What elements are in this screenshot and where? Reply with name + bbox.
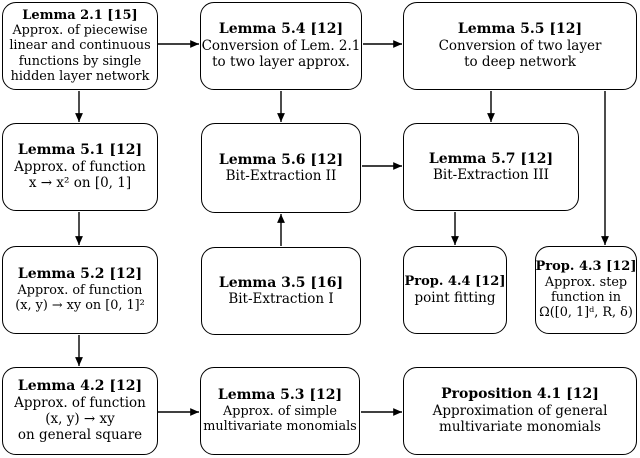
node-title: Lemma 5.1 [12] bbox=[17, 142, 143, 159]
node-body: Approx. of function x → x² on [0, 1] bbox=[14, 159, 146, 192]
node-title: Lemma 2.1 [15] bbox=[22, 7, 138, 23]
node-body: Approx. step function in Ω([0, 1]ᵈ, R, δ… bbox=[539, 274, 633, 321]
node-body: Conversion of Lem. 2.1 to two layer appr… bbox=[201, 38, 361, 71]
node-body: Approximation of general multivariate mo… bbox=[432, 403, 608, 436]
node-title: Lemma 3.5 [16] bbox=[218, 274, 344, 291]
node-title: Proposition 4.1 [12] bbox=[441, 386, 599, 403]
node-title: Lemma 5.6 [12] bbox=[218, 151, 344, 168]
node-lemma-5-1: Lemma 5.1 [12] Approx. of function x → x… bbox=[2, 123, 158, 211]
node-prop-4-3: Prop. 4.3 [12] Approx. step function in … bbox=[535, 246, 637, 334]
node-lemma-3-5: Lemma 3.5 [16] Bit-Extraction I bbox=[201, 247, 361, 335]
node-lemma-2-1: Lemma 2.1 [15] Approx. of piecewise line… bbox=[2, 2, 158, 90]
node-lemma-5-4: Lemma 5.4 [12] Conversion of Lem. 2.1 to… bbox=[200, 2, 362, 90]
node-body: Approx. of function (x, y) → xy on [0, 1… bbox=[15, 283, 145, 314]
node-lemma-5-6: Lemma 5.6 [12] Bit-Extraction II bbox=[201, 123, 361, 213]
node-body: Approx. of piecewise linear and continuo… bbox=[9, 23, 151, 85]
node-title: Lemma 5.3 [12] bbox=[217, 387, 343, 404]
node-body: point fitting bbox=[414, 289, 496, 306]
node-title: Prop. 4.3 [12] bbox=[535, 259, 637, 275]
node-title: Lemma 5.4 [12] bbox=[218, 21, 344, 38]
node-title: Lemma 4.2 [12] bbox=[17, 378, 143, 395]
node-body: Approx. of simple multivariate monomials bbox=[203, 404, 357, 435]
node-lemma-5-5: Lemma 5.5 [12] Conversion of two layer t… bbox=[403, 2, 637, 90]
node-proposition-4-1: Proposition 4.1 [12] Approximation of ge… bbox=[403, 367, 637, 455]
node-body: Conversion of two layer to deep network bbox=[438, 38, 602, 71]
node-lemma-5-2: Lemma 5.2 [12] Approx. of function (x, y… bbox=[2, 246, 158, 334]
node-body: Bit-Extraction II bbox=[225, 168, 337, 185]
node-lemma-4-2: Lemma 4.2 [12] Approx. of function (x, y… bbox=[2, 367, 158, 455]
node-body: Bit-Extraction I bbox=[228, 291, 334, 308]
node-lemma-5-3: Lemma 5.3 [12] Approx. of simple multiva… bbox=[200, 367, 360, 455]
node-title: Lemma 5.2 [12] bbox=[17, 266, 143, 283]
node-body: Approx. of function (x, y) → xy on gener… bbox=[14, 395, 146, 444]
node-lemma-5-7: Lemma 5.7 [12] Bit-Extraction III bbox=[403, 123, 579, 211]
node-title: Lemma 5.5 [12] bbox=[457, 21, 583, 38]
node-title: Lemma 5.7 [12] bbox=[428, 150, 554, 167]
node-body: Bit-Extraction III bbox=[432, 167, 550, 184]
node-prop-4-4: Prop. 4.4 [12] point fitting bbox=[403, 246, 507, 334]
node-title: Prop. 4.4 [12] bbox=[404, 274, 506, 290]
